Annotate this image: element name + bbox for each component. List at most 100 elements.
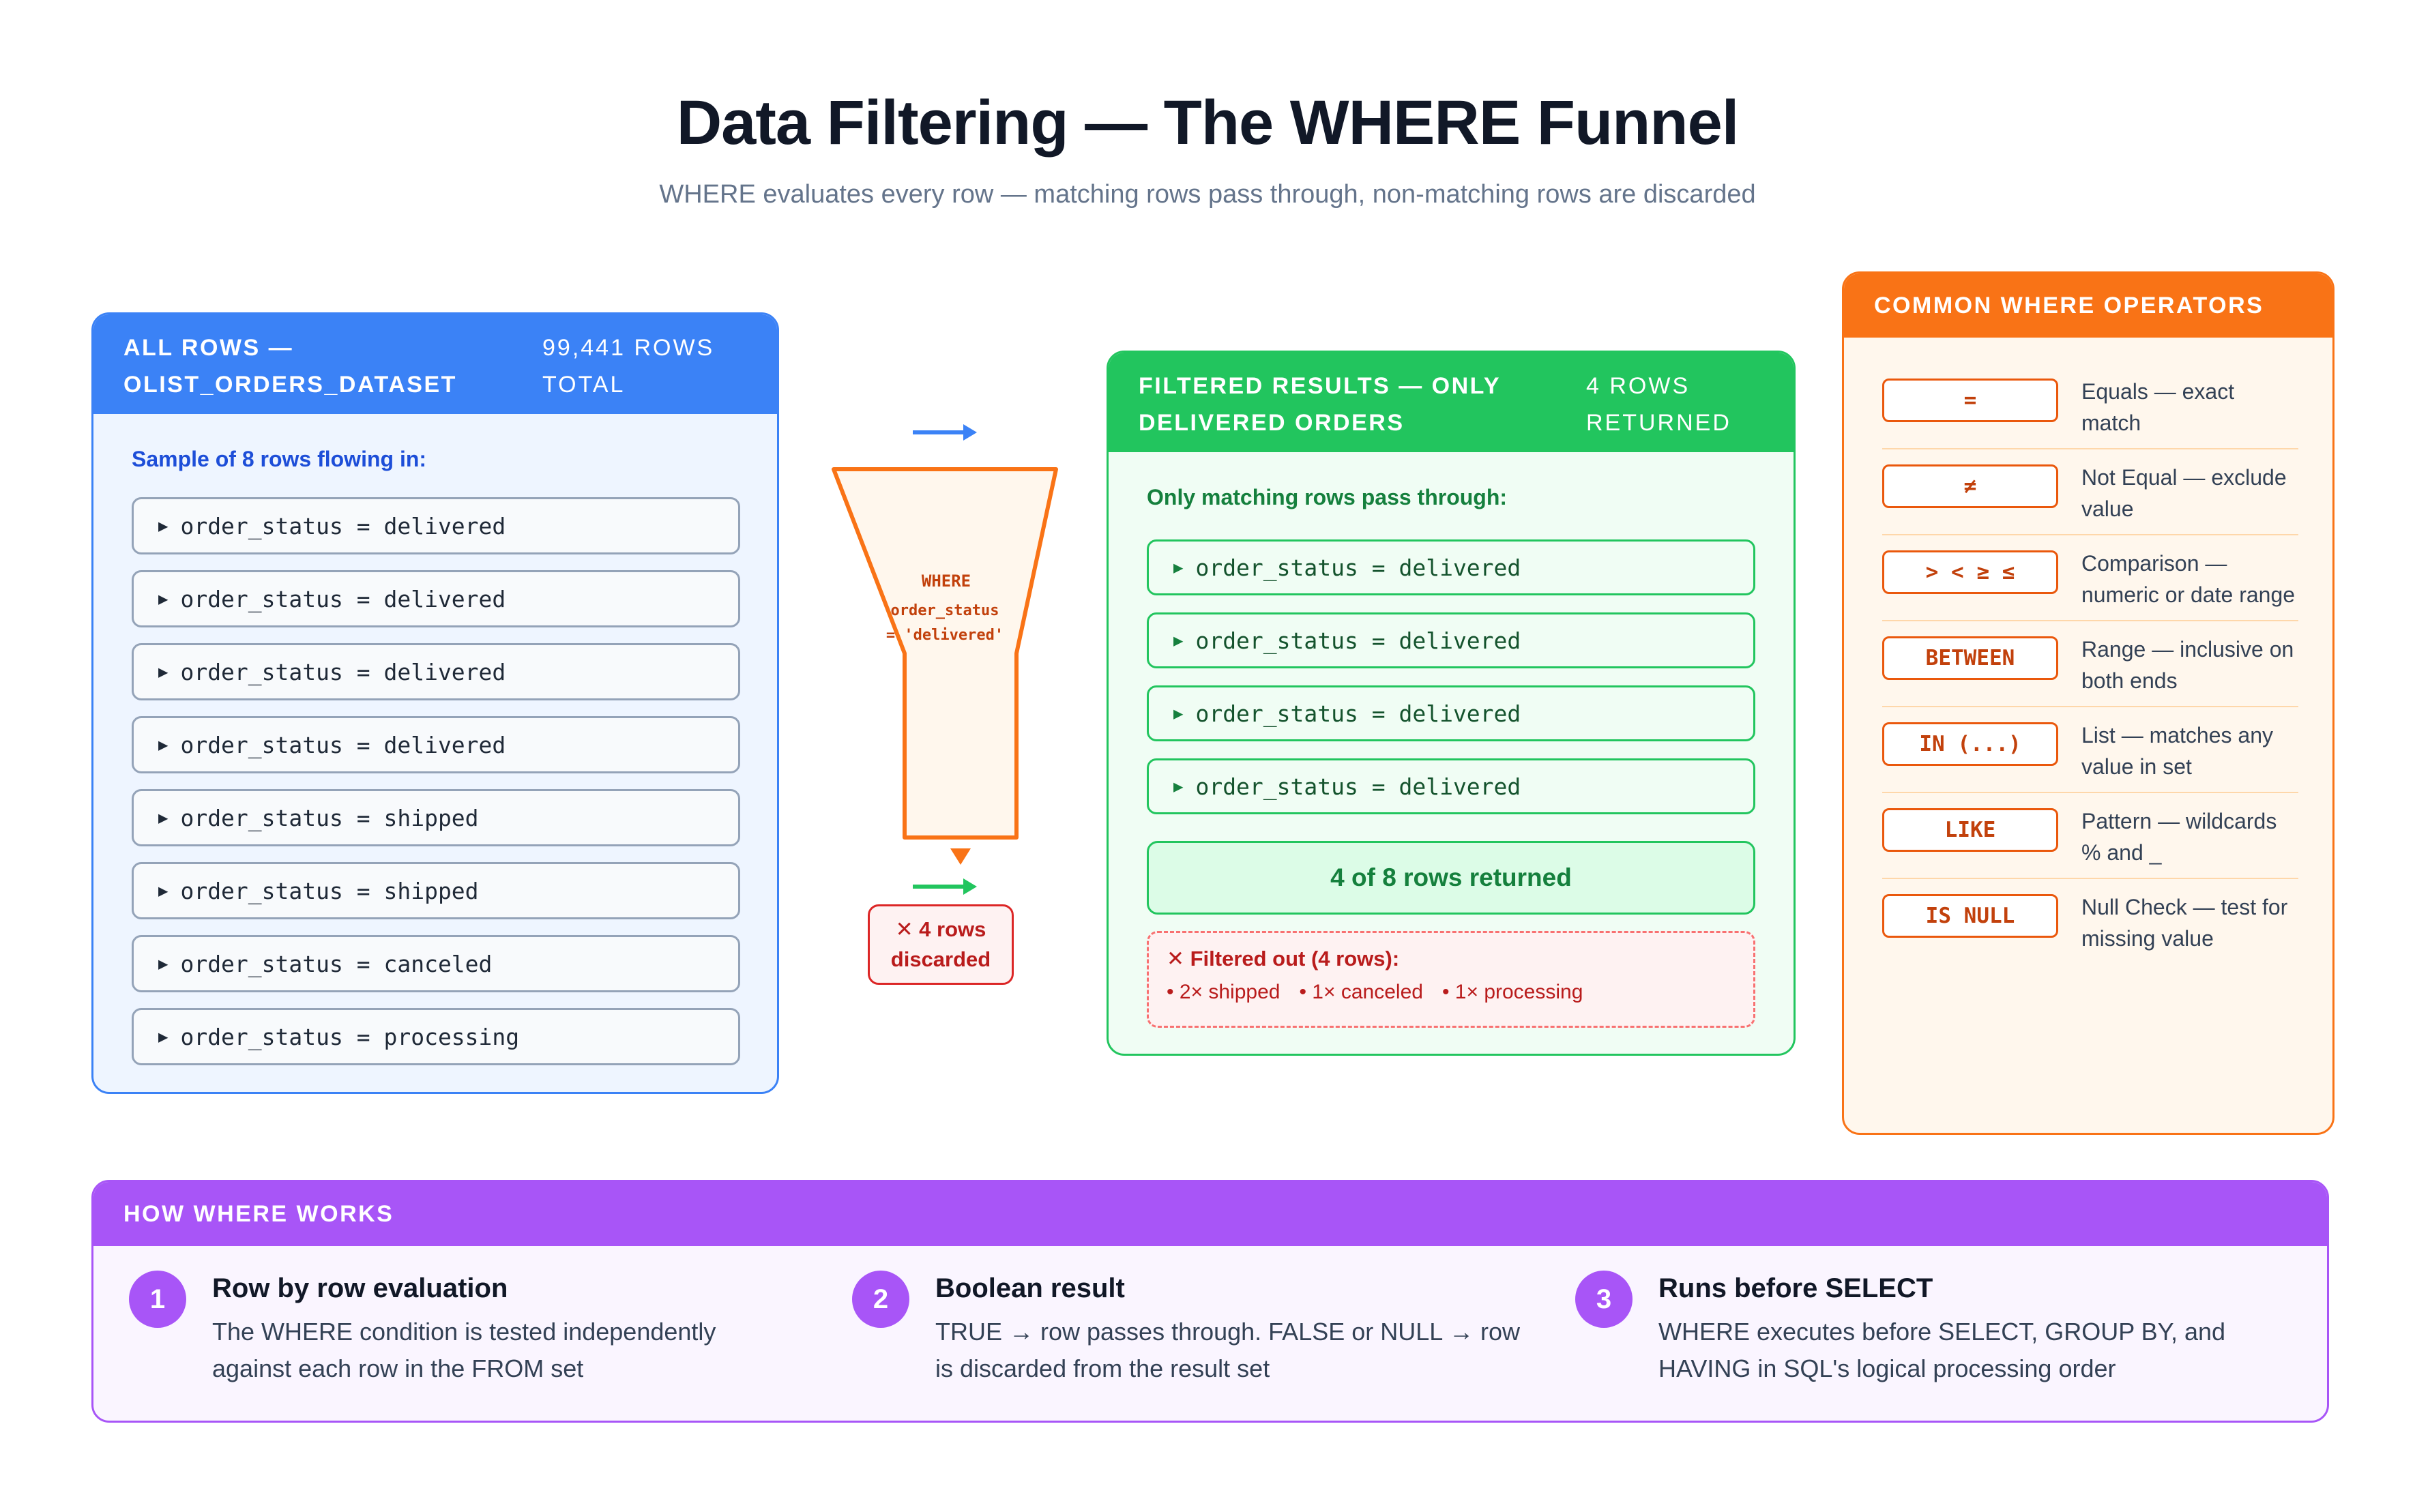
operator-description: Comparison — numeric or date range [2081, 551, 2296, 607]
operator-badge: LIKE [1882, 808, 2058, 852]
input-row-text: order_status = delivered [180, 658, 506, 685]
operator-badge: = [1882, 379, 2058, 422]
filtered-count-line1: 4 ROWS [1586, 373, 1690, 399]
all-rows-count: 99,441 ROWS TOTAL [542, 329, 747, 403]
operators-title: COMMON WHERE OPERATORS [1874, 293, 2264, 318]
funnel-drip-icon [950, 848, 971, 865]
filtered-count-line2: RETURNED [1586, 410, 1731, 436]
step-content: Boolean result TRUE → row passes through… [935, 1271, 1522, 1387]
operator-badge: ≠ [1882, 464, 2058, 508]
play-icon: ▶ [158, 808, 169, 827]
pass-label: Only matching rows pass through: [1147, 485, 1508, 509]
funnel-where-keyword: WHERE [922, 572, 971, 591]
filtered-title-line2: DELIVERED ORDERS [1139, 410, 1405, 436]
operator-description: Null Check — test for missing value [2081, 895, 2288, 951]
funnel-condition-column: order_status [891, 602, 999, 619]
all-rows-title-line1: ALL ROWS — [123, 335, 294, 361]
input-row: ▶ order_status = shipped [132, 789, 740, 846]
filtered-out-item: • 1× processing [1441, 981, 1583, 1003]
input-row-text: order_status = shipped [180, 804, 479, 831]
operator-description: List — matches any value in set [2081, 723, 2273, 779]
filtered-count: 4 ROWS RETURNED [1586, 368, 1763, 441]
output-row: ▶order_status = delivered [1147, 685, 1755, 741]
discarded-label: discarded [890, 947, 991, 971]
operator-badge: BETWEEN [1882, 636, 2058, 680]
funnel-graphic: WHERE order_status = 'delivered' [832, 424, 1058, 895]
step-number-badge: 1 [129, 1271, 186, 1328]
input-row-text: order_status = canceled [180, 950, 493, 977]
input-row: ▶ order_status = delivered [132, 643, 740, 700]
all-rows-panel: ALL ROWS — OLIST_ORDERS_DATASET 99,441 R… [91, 312, 779, 1094]
all-rows-title: ALL ROWS — OLIST_ORDERS_DATASET [123, 329, 457, 403]
play-icon: ▶ [158, 589, 169, 608]
operator-badge: IS NULL [1882, 894, 2058, 938]
sample-label: Sample of 8 rows flowing in: [132, 447, 427, 471]
filtered-out-list: • 2× shipped • 1× canceled • 1× processi… [1167, 981, 1736, 1004]
step-title: Runs before SELECT [1658, 1273, 1933, 1303]
how-title: HOW WHERE WORKS [123, 1201, 394, 1227]
page-title: Data Filtering — The WHERE Funnel [676, 88, 1740, 158]
output-row: ▶order_status = delivered [1147, 539, 1755, 595]
operator-description: Pattern — wildcards % and _ [2081, 809, 2277, 865]
output-row: ▶ order_status = delivered [1147, 758, 1755, 814]
play-icon: ▶ [158, 662, 169, 681]
how-header: HOW WHERE WORKS [93, 1182, 2327, 1246]
input-row-list: ▶ order_status = delivered ▶ order_status … [132, 497, 740, 1081]
play-icon: ▶ [158, 881, 169, 900]
input-row: ▶order_status = delivered [132, 716, 740, 773]
input-row: ▶ order_status = delivered [132, 497, 740, 554]
input-row: ▶ order_status = processing [132, 1008, 740, 1065]
funnel-area: WHERE order_status = 'delivered' ✕ 4 row… [819, 409, 1092, 996]
output-row-text: order_status = delivered [1195, 773, 1521, 800]
operator-row: ≠ Not Equal — exclude value [1882, 449, 2298, 535]
input-row: ▶ order_status = canceled [132, 935, 740, 992]
step-text: WHERE executes before SELECT, GROUP BY, … [1658, 1318, 2226, 1382]
operator-description: Range — inclusive on both ends [2081, 637, 2294, 693]
output-row-text: order_status = delivered [1195, 554, 1521, 581]
input-row-text: order_status = delivered [180, 731, 506, 758]
filtered-out-box: ✕ Filtered out (4 rows): • 2× shipped • … [1147, 931, 1755, 1028]
operator-row: > < ≥ ≤ Comparison — numeric or date rang… [1882, 535, 2298, 621]
step-content: Runs before SELECT WHERE executes before… [1658, 1271, 2245, 1387]
input-row-text: order_status = processing [180, 1023, 520, 1050]
operator-row: IN (...)List — matches any value in set [1882, 707, 2298, 793]
step-title: Boolean result [935, 1273, 1125, 1303]
page-subtitle: WHERE evaluates every row — matching row… [659, 180, 1756, 209]
play-icon: ▶ [1173, 631, 1184, 650]
operator-list: = Equals — exact match ≠ Not Equal — exclu… [1882, 364, 2298, 964]
how-where-works-panel: HOW WHERE WORKS 1 Row by row evaluation … [91, 1180, 2329, 1423]
filtered-results-panel: FILTERED RESULTS — ONLY DELIVERED ORDERS… [1107, 351, 1796, 1056]
rows-returned-summary: 4 of 8 rows returned [1147, 841, 1755, 915]
step-text: TRUE → row passes through. FALSE or NULL… [935, 1318, 1520, 1382]
input-row: ▶ order_status = delivered [132, 570, 740, 627]
play-icon: ▶ [1173, 704, 1184, 723]
funnel-shape [832, 467, 1058, 840]
play-icon: ▶ [158, 1027, 169, 1046]
operator-badge: > < ≥ ≤ [1882, 550, 2058, 594]
play-icon: ▶ [1173, 777, 1184, 796]
step-item: 3 Runs before SELECT WHERE executes befo… [1575, 1271, 2298, 1387]
discarded-badge: ✕ 4 rows discarded [868, 904, 1014, 985]
operator-row: = Equals — exact match [1882, 364, 2298, 449]
step-content: Row by row evaluation The WHERE conditio… [212, 1271, 799, 1387]
input-row-text: order_status = delivered [180, 512, 506, 539]
operator-description: Not Equal — exclude value [2081, 465, 2287, 521]
input-row-text: order_status = delivered [180, 585, 506, 612]
filtered-title-line1: FILTERED RESULTS — ONLY [1139, 373, 1502, 399]
step-number-badge: 3 [1575, 1271, 1633, 1328]
play-icon: ▶ [158, 954, 169, 973]
output-row-text: order_status = delivered [1195, 627, 1521, 654]
input-row: ▶ order_status = shipped [132, 862, 740, 919]
step-item: 2 Boolean result TRUE → row passes throu… [852, 1271, 1575, 1387]
operator-description: Equals — exact match [2081, 379, 2235, 435]
filtered-title: FILTERED RESULTS — ONLY DELIVERED ORDERS [1139, 368, 1501, 441]
input-row-text: order_status = shipped [180, 877, 479, 904]
step-item: 1 Row by row evaluation The WHERE condit… [129, 1271, 852, 1387]
operator-row: BETWEEN Range — inclusive on both ends [1882, 621, 2298, 707]
play-icon: ▶ [158, 516, 169, 535]
operators-header: COMMON WHERE OPERATORS [1844, 273, 2332, 338]
operator-row: LIKE Pattern — wildcards % and _ [1882, 793, 2298, 879]
input-arrow-icon [913, 424, 977, 441]
filtered-out-item: • 1× canceled [1299, 981, 1423, 1003]
output-row-list: ▶ order_status = delivered ▶ order_status … [1147, 539, 1755, 831]
